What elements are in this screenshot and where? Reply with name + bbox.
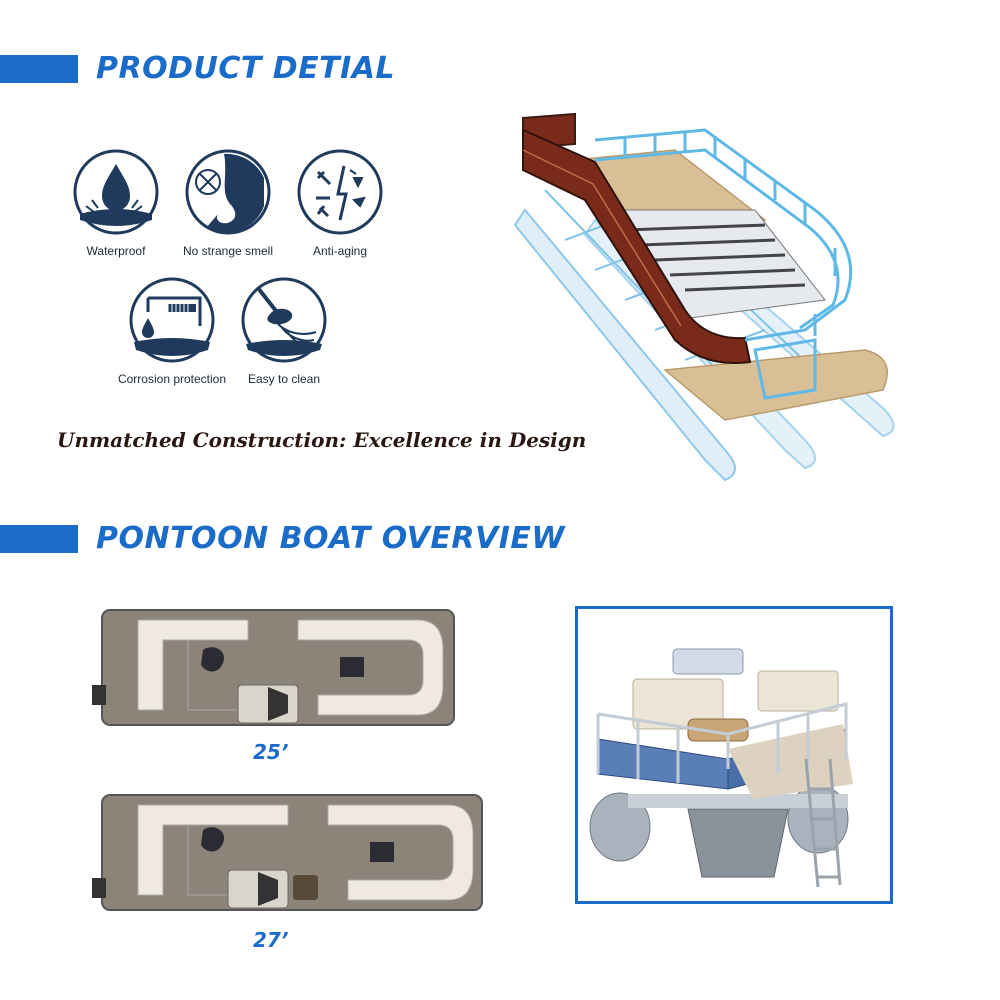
- pontoon-boat-photo: [589, 648, 853, 888]
- construction-tagline: Unmatched Construction: Excellence in De…: [57, 428, 587, 452]
- layout-size-label: 25’: [253, 740, 289, 764]
- feature-label: No strange smell: [182, 244, 274, 258]
- feature-label: Waterproof: [86, 244, 146, 258]
- feature-anti-aging: Anti-aging: [285, 148, 395, 258]
- nose-icon: [185, 149, 271, 235]
- feature-no-smell: No strange smell: [173, 148, 283, 258]
- feature-label: Easy to clean: [247, 372, 321, 386]
- overview-title: PONTOON BOAT OVERVIEW: [96, 521, 565, 556]
- front-deck: [663, 349, 888, 421]
- boat-photo-frame: [575, 606, 893, 904]
- feature-easy-clean: Easy to clean: [229, 276, 339, 386]
- feature-label: Corrosion protection: [117, 372, 227, 386]
- side-fence: [522, 112, 752, 365]
- feature-label: Anti-aging: [312, 244, 368, 258]
- corrosion-icon: [129, 277, 215, 363]
- layout-plan-27ft: [92, 794, 483, 911]
- feature-waterproof: Waterproof: [61, 148, 171, 258]
- section-accent-bar: [0, 55, 78, 83]
- feature-corrosion: Corrosion protection: [117, 276, 227, 386]
- anti-aging-icon: [297, 149, 383, 235]
- boat-structure-illustration: [513, 112, 895, 482]
- cleaning-icon: [241, 277, 327, 363]
- water-drop-icon: [73, 149, 159, 235]
- layout-size-label: 27’: [253, 928, 289, 952]
- product-detail-title: PRODUCT DETIAL: [96, 51, 396, 86]
- section-accent-bar: [0, 525, 78, 553]
- blue-hull-panel: [597, 738, 729, 790]
- layout-plan-25ft: [92, 609, 455, 726]
- railing: [594, 128, 853, 400]
